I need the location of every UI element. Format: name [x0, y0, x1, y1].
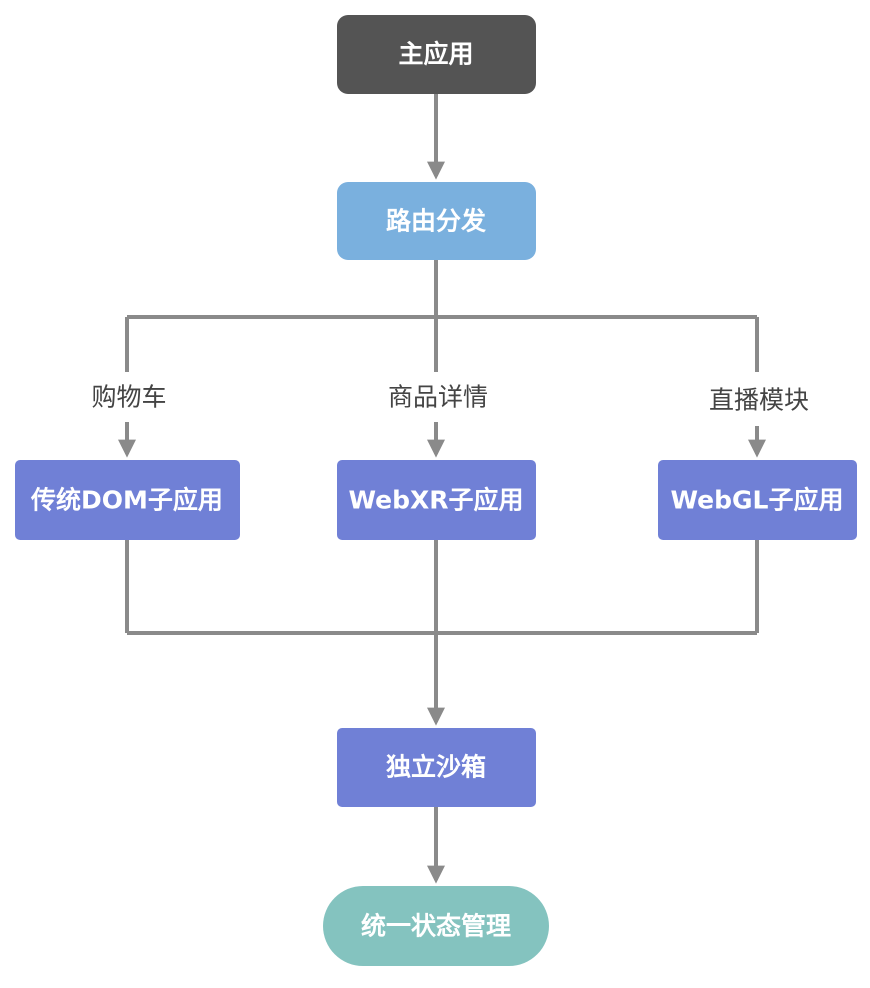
edge-label-detail: 商品详情 — [388, 383, 488, 412]
edge-label-live: 直播模块 — [709, 386, 809, 415]
node-router-box — [337, 182, 536, 260]
node-webgl-app-label: WebGL子应用 — [671, 486, 844, 515]
node-sandbox[interactable]: 独立沙箱 — [337, 728, 536, 807]
node-state[interactable]: 统一状态管理 — [323, 886, 549, 966]
node-webgl-app[interactable]: WebGL子应用 — [658, 460, 857, 540]
edge-label-cart: 购物车 — [91, 383, 166, 412]
node-router-label: 路由分发 — [386, 207, 486, 236]
edge-labels: 购物车 商品详情 直播模块 — [91, 383, 809, 415]
node-main-app-label: 主应用 — [398, 40, 473, 69]
node-webgl-app-box — [658, 460, 857, 540]
node-sandbox-label: 独立沙箱 — [386, 753, 486, 782]
node-state-box — [323, 886, 549, 966]
node-webxr-app[interactable]: WebXR子应用 — [337, 460, 536, 540]
node-sandbox-box — [337, 728, 536, 807]
node-webxr-app-label: WebXR子应用 — [348, 486, 523, 515]
node-webxr-app-box — [337, 460, 536, 540]
node-state-label: 统一状态管理 — [361, 912, 511, 941]
node-dom-app[interactable]: 传统DOM子应用 — [15, 460, 240, 540]
node-router[interactable]: 路由分发 — [337, 182, 536, 260]
node-main-app[interactable]: 主应用 — [337, 15, 536, 94]
connectors — [118, 94, 766, 884]
node-main-app-box — [337, 15, 536, 94]
node-dom-app-box — [15, 460, 240, 540]
node-dom-app-label: 传统DOM子应用 — [30, 486, 223, 515]
